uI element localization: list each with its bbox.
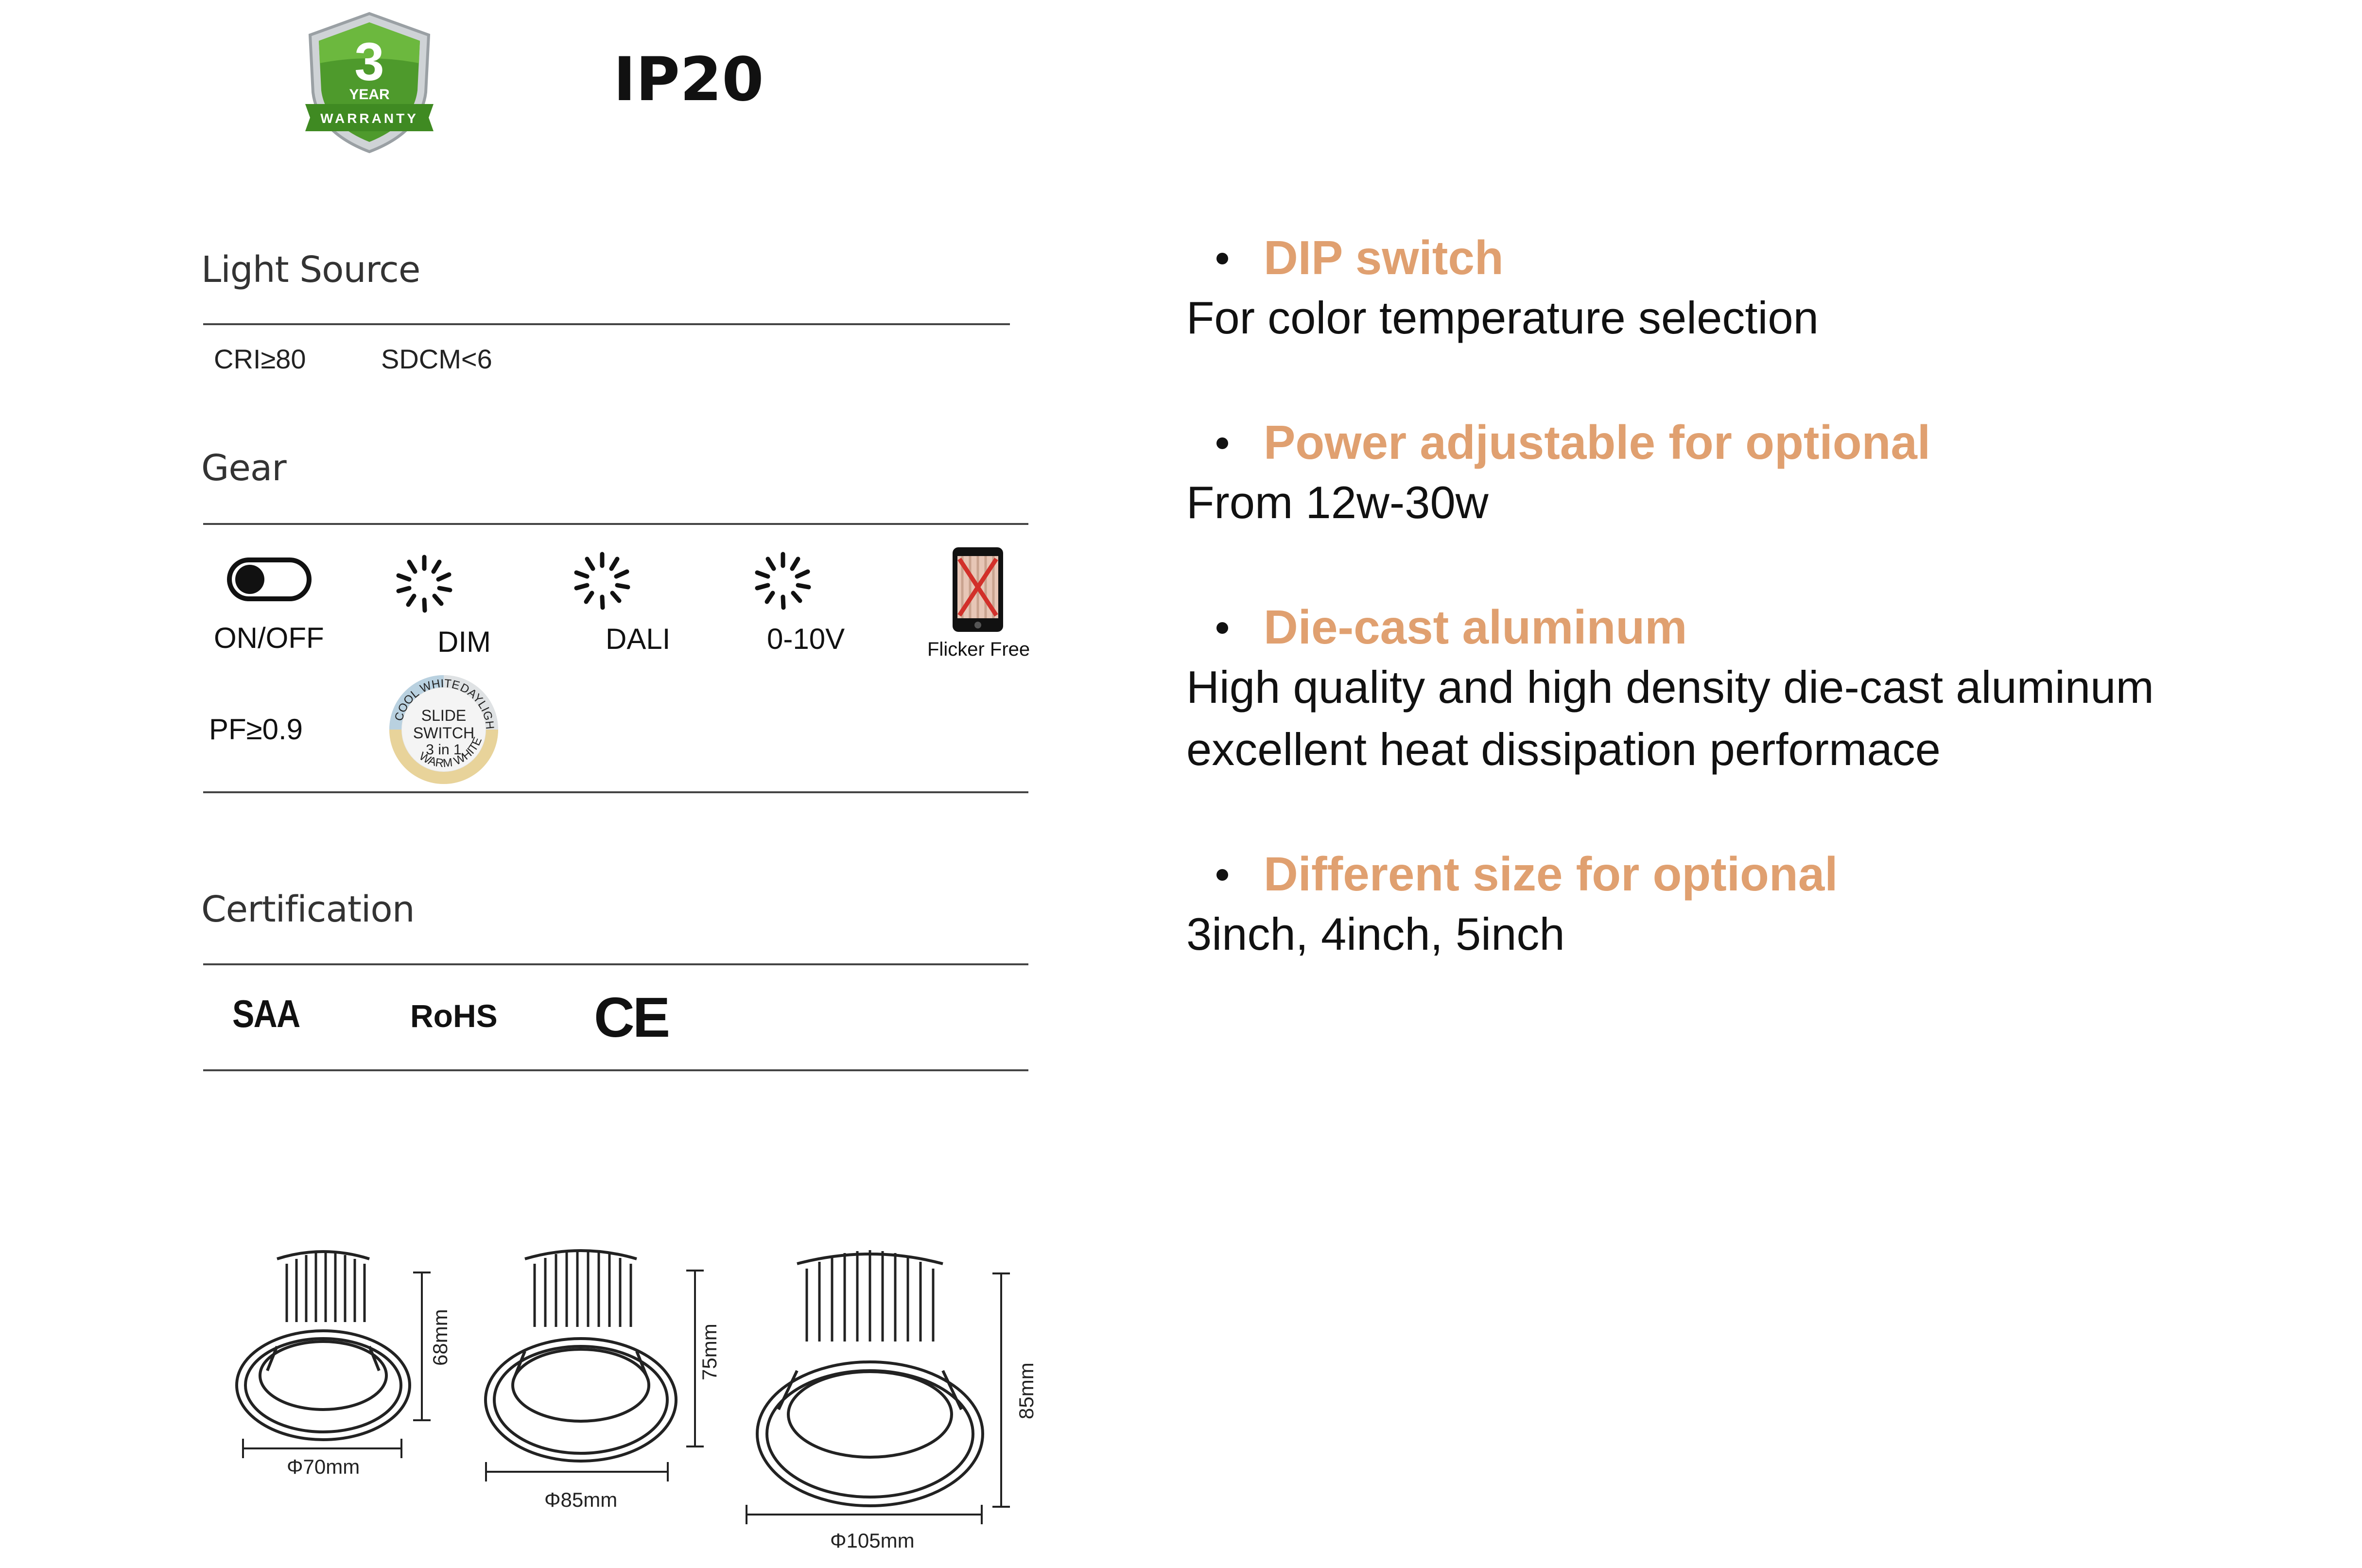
feature-title-dip-switch: DIP switch: [1264, 231, 1504, 284]
ce-logo: CE: [594, 986, 670, 1049]
gear-title: Gear: [201, 447, 287, 489]
diameter-85-label: Φ85mm: [544, 1488, 617, 1511]
height-75-label: 75mm: [698, 1324, 721, 1380]
0-10v-dimmer-icon: [755, 552, 811, 610]
downlight-105mm-drawing: [746, 1250, 1010, 1524]
cri-value: CRI≥80: [214, 344, 306, 374]
slide-switch-badge: COOL WHITE DAYLIGHT WARM WHITE SLIDE SWI…: [383, 662, 501, 786]
certification-divider-bottom: [203, 1069, 1028, 1071]
feature-desc-dip-switch: For color temperature selection: [1186, 292, 1819, 343]
switch-label: SWITCH: [413, 724, 475, 742]
flicker-free-label: Flicker Free: [927, 639, 1030, 660]
certification-title: Certification: [201, 889, 415, 930]
gear-divider-top: [203, 523, 1028, 525]
feature-bullet: [1216, 869, 1228, 881]
feature-title-die-cast: Die-cast aluminum: [1264, 600, 1687, 654]
dim-label: DIM: [437, 626, 491, 658]
light-source-divider: [203, 323, 1010, 325]
gear-divider-bottom: [203, 791, 1028, 793]
saa-logo: SAA: [232, 992, 300, 1035]
certification-divider-top: [203, 963, 1028, 965]
downlight-85mm-drawing: [484, 1249, 704, 1481]
light-source-title: Light Source: [201, 249, 420, 291]
dali-icon: [574, 552, 630, 610]
feature-bullet: [1216, 622, 1228, 634]
dimmer-icon: [396, 555, 452, 613]
feature-title-power: Power adjustable for optional: [1264, 416, 1931, 469]
feature-desc-die-cast-line1: High quality and high density die-cast a…: [1186, 662, 2154, 713]
pf-value: PF≥0.9: [209, 713, 303, 746]
three-in-one-label: 3 in 1: [426, 742, 462, 758]
diameter-105-label: Φ105mm: [830, 1529, 915, 1552]
badge-number: 3: [354, 32, 384, 92]
rohs-logo: RoHS: [410, 998, 498, 1034]
dali-label: DALI: [606, 623, 671, 655]
toggle-switch-icon: [227, 558, 312, 601]
feature-title-sizes: Different size for optional: [1264, 847, 1838, 901]
badge-year: YEAR: [349, 87, 390, 103]
height-85-label: 85mm: [1015, 1362, 1038, 1419]
feature-bullet: [1216, 253, 1228, 264]
diameter-70-label: Φ70mm: [287, 1455, 360, 1478]
sdcm-value: SDCM<6: [381, 344, 492, 374]
product-dimension-drawings: Φ70mm 68mm Φ85mm 75mm Φ105mm 85mm: [235, 1249, 1038, 1552]
ip-rating: IP20: [613, 45, 764, 115]
feature-desc-power: From 12w-30w: [1186, 477, 1489, 528]
feature-desc-die-cast-line2: excellent heat dissipation performace: [1186, 724, 1941, 775]
slide-label: SLIDE: [421, 707, 467, 724]
shield-icon: [305, 12, 434, 154]
phone-flicker-icon: [953, 547, 1003, 632]
0-10v-label: 0-10V: [767, 623, 845, 655]
feature-desc-sizes: 3inch, 4inch, 5inch: [1186, 908, 1565, 959]
slide-switch-ring-icon: COOL WHITE DAYLIGHT WARM WHITE: [383, 662, 498, 784]
badge-warranty: WARRANTY: [320, 111, 418, 126]
on-off-label: ON/OFF: [214, 622, 324, 654]
height-68-label: 68mm: [429, 1309, 452, 1366]
feature-bullet: [1216, 437, 1228, 449]
warranty-badge: 3 YEAR WARRANTY: [301, 10, 437, 156]
downlight-70mm-drawing: [235, 1250, 431, 1458]
